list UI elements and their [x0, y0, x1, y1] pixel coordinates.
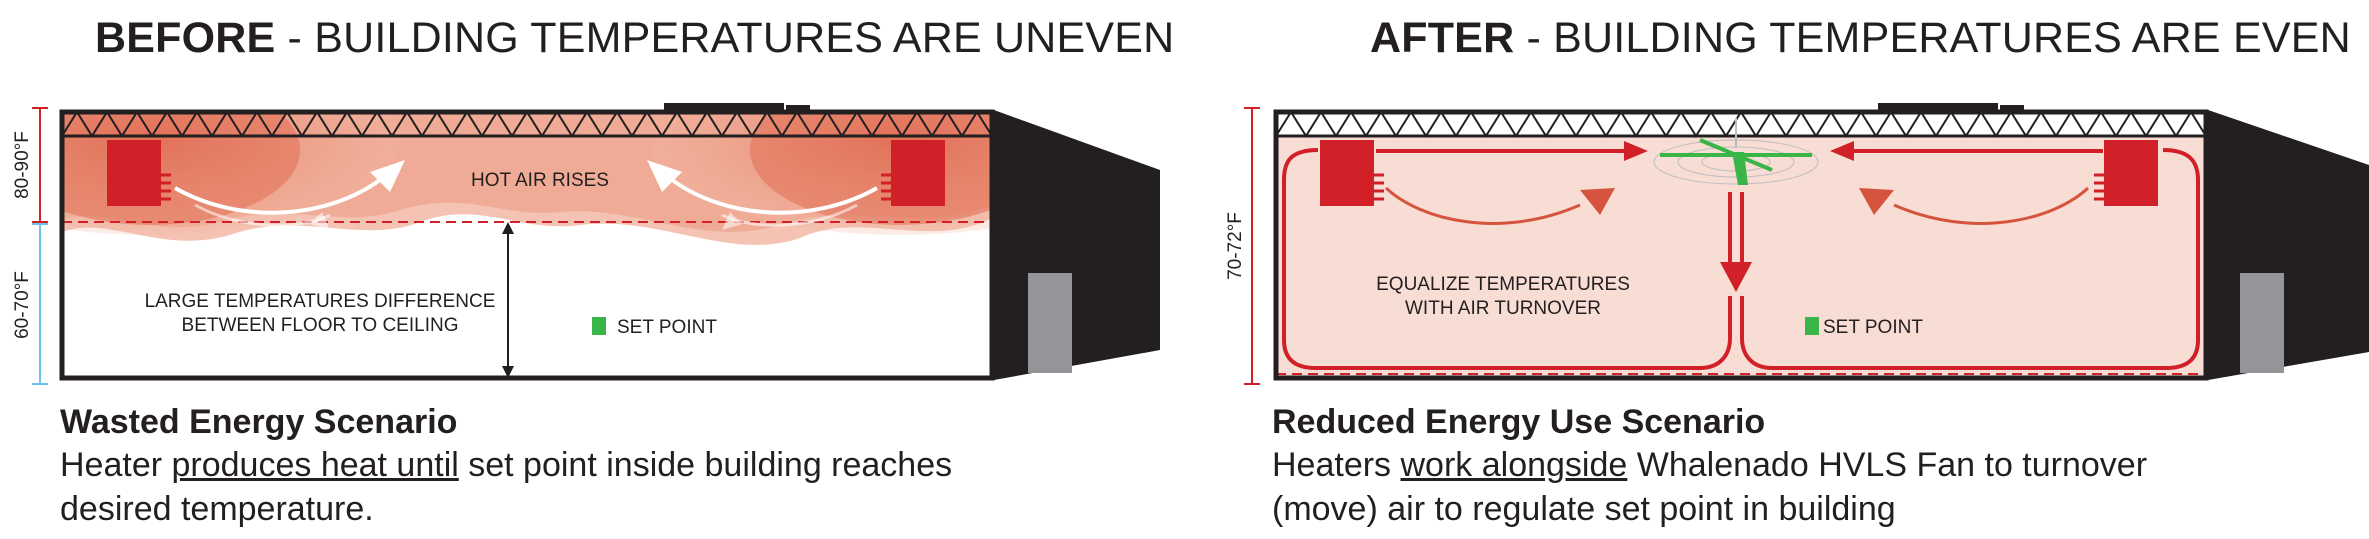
before-caption-underlined: produces heat until [171, 446, 459, 484]
after-zone-label: 70-72°F [1225, 212, 1246, 280]
before-heading: BEFORE - BUILDING TEMPERATURES ARE UNEVE… [95, 14, 1174, 63]
after-equalize-label-line2: WITH AIR TURNOVER [1405, 298, 1601, 319]
after-heater-left [1320, 140, 1384, 206]
after-caption-body: Heaters work alongside Whalenado HVLS Fa… [1272, 443, 2172, 531]
fan-icon [1653, 118, 1819, 185]
after-arrow-down [1720, 262, 1752, 292]
before-caption-body: Heater produces heat until set point ins… [60, 443, 990, 531]
before-heading-rest: - BUILDING TEMPERATURES ARE UNEVEN [287, 14, 1175, 62]
before-caption-part2: set point inside building reaches desire… [60, 446, 953, 528]
before-door [1028, 273, 1072, 373]
before-difference-label-line2: BETWEEN FLOOR TO CEILING [182, 315, 459, 336]
before-difference-label-line1: LARGE TEMPERATURES DIFFERENCE [145, 291, 496, 312]
before-set-point-label: SET POINT [617, 317, 717, 338]
before-zone-top-label: 80-90°F [12, 131, 33, 199]
before-heater-left [107, 140, 171, 206]
before-temp-scale: 80-90°F 60-70°F [12, 107, 48, 385]
before-heading-bold: BEFORE [95, 14, 276, 62]
before-caption-part1: Heater [60, 446, 172, 484]
after-heater-right [2094, 140, 2158, 206]
after-caption-underlined: work alongside [1400, 446, 1628, 484]
before-caption-title: Wasted Energy Scenario [60, 403, 458, 441]
after-temp-scale: 70-72°F [1225, 107, 1260, 385]
after-diagram: 70-72°F [1225, 103, 2369, 385]
after-set-point-marker [1805, 317, 1819, 335]
after-heading: AFTER - BUILDING TEMPERATURES ARE EVEN [1370, 14, 2351, 63]
before-diagram: 80-90°F 60-70°F [12, 103, 1160, 385]
before-hot-air-arrows [174, 160, 878, 230]
after-heading-rest: - BUILDING TEMPERATURES ARE EVEN [1526, 14, 2351, 62]
before-hot-air-label: HOT AIR RISES [471, 170, 609, 191]
before-difference-arrow [502, 222, 514, 378]
after-door [2240, 273, 2284, 373]
after-circulation-loops [1282, 148, 2200, 370]
after-equalize-label-line1: EQUALIZE TEMPERATURES [1376, 274, 1630, 295]
before-heater-right [881, 140, 945, 206]
before-zone-bottom-label: 60-70°F [12, 271, 33, 339]
after-caption-part1: Heaters [1272, 446, 1401, 484]
after-swirl-arrows [1384, 186, 2090, 225]
after-arrow-left-to-fan [1830, 141, 1854, 161]
after-set-point-label: SET POINT [1823, 317, 1923, 338]
after-roof-truss [1274, 110, 2208, 138]
after-caption-title: Reduced Energy Use Scenario [1272, 403, 1766, 441]
before-set-point-marker [592, 317, 606, 335]
after-building [1273, 103, 2369, 381]
after-arrow-right-to-fan [1624, 141, 1648, 161]
after-heading-bold: AFTER [1370, 14, 1515, 62]
after-caption-part2: Whalenado HVLS Fan to turnover (move) ai… [1272, 446, 2148, 528]
before-building [59, 103, 1160, 381]
